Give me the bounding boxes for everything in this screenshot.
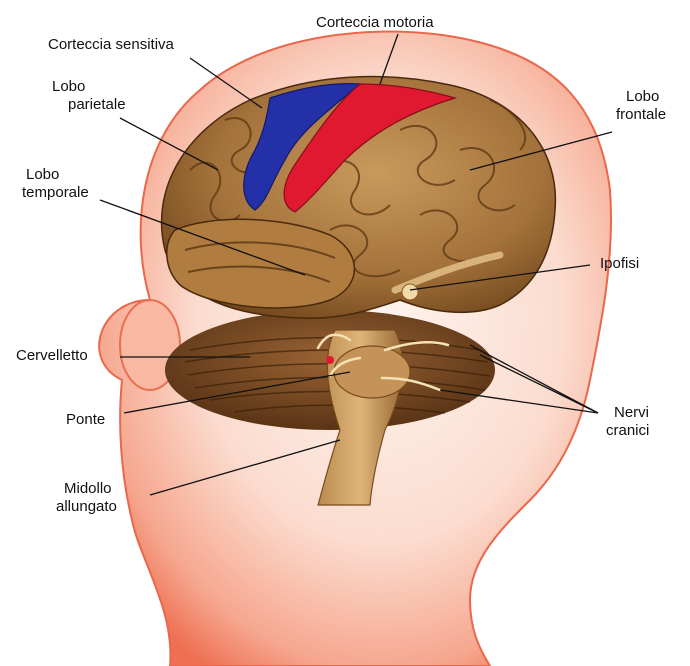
label-midollo-allungato-line2: allungato (56, 498, 117, 516)
label-nervi-cranici-line2: cranici (606, 422, 649, 440)
pons (334, 346, 410, 398)
label-lobo-frontale: Lobo frontale (616, 88, 666, 124)
label-ipofisi: Ipofisi (600, 255, 639, 273)
label-lobo-temporale-line1: Lobo (22, 166, 89, 184)
label-corteccia-motoria: Corteccia motoria (316, 14, 434, 32)
label-lobo-parietale: Lobo parietale (48, 78, 126, 114)
label-lobo-temporale-line2: temporale (22, 184, 89, 202)
label-lobo-temporale: Lobo temporale (22, 166, 89, 202)
label-lobo-frontale-line1: Lobo (616, 88, 666, 106)
label-midollo-allungato: Midollo allungato (56, 480, 117, 516)
label-nervi-cranici-line1: Nervi (606, 404, 649, 422)
label-corteccia-sensitiva: Corteccia sensitiva (48, 36, 174, 54)
label-lobo-parietale-line1: Lobo (48, 78, 126, 96)
label-ponte: Ponte (66, 411, 105, 429)
label-nervi-cranici: Nervi cranici (606, 404, 649, 440)
label-cervelletto: Cervelletto (16, 347, 88, 365)
label-lobo-parietale-line2: parietale (48, 96, 126, 114)
red-vessel-dot (326, 356, 334, 364)
label-lobo-frontale-line2: frontale (616, 106, 666, 124)
label-midollo-allungato-line1: Midollo (56, 480, 117, 498)
